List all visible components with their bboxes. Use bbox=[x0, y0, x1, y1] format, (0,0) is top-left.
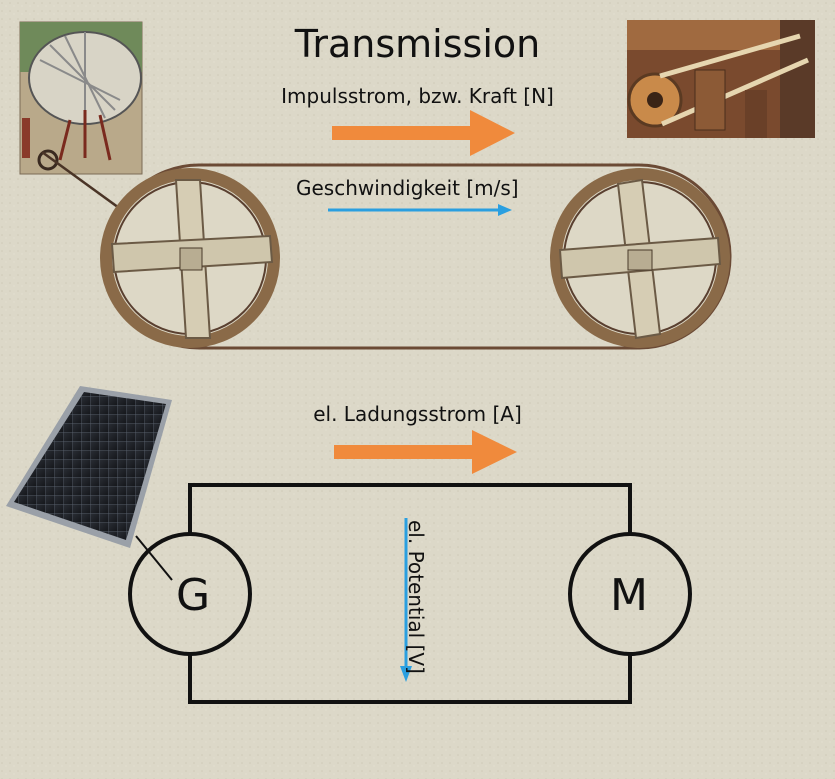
solar-panel bbox=[6, 386, 172, 548]
right-wooden-wheel bbox=[550, 168, 730, 348]
velocity-label: Geschwindigkeit [m/s] bbox=[296, 176, 519, 200]
force-arrow bbox=[332, 110, 515, 156]
solar-concentrator-photo bbox=[19, 21, 143, 175]
connector-line-generator bbox=[135, 535, 173, 581]
motor-circle bbox=[568, 532, 692, 656]
belt-drive-photo bbox=[627, 20, 815, 138]
left-wooden-wheel bbox=[100, 168, 280, 348]
charge-current-arrow bbox=[334, 430, 517, 474]
velocity-arrow bbox=[328, 204, 512, 216]
generator-letter: G bbox=[175, 570, 211, 621]
motor-letter: M bbox=[610, 570, 648, 621]
force-label: Impulsstrom, bzw. Kraft [N] bbox=[281, 84, 554, 108]
page-title: Transmission bbox=[294, 22, 541, 66]
potential-label: el. Potential [V] bbox=[404, 520, 428, 674]
potential-arrow bbox=[400, 518, 412, 682]
charge-current-label: el. Ladungsstrom [A] bbox=[313, 402, 522, 426]
circuit-wires bbox=[188, 483, 632, 704]
generator-circle bbox=[128, 532, 252, 656]
